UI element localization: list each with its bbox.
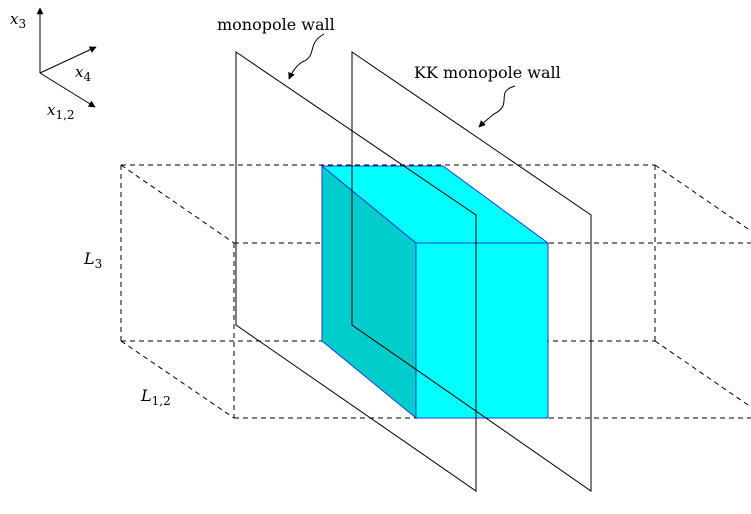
axis-x12-label: x1,2 <box>47 101 75 122</box>
monopole-wall-pointer <box>288 33 325 80</box>
monopole-wall-label: monopole wall <box>217 15 335 34</box>
walls <box>235 51 592 492</box>
kk-monopole-wall-plane <box>351 51 592 492</box>
dashed-prism <box>120 164 751 419</box>
axis-x12-arrow <box>39 72 96 108</box>
axis-x3-label: x3 <box>10 10 26 31</box>
axes-triad <box>36 7 97 108</box>
cyan-box <box>320 164 550 420</box>
axis-x4-label: x4 <box>75 63 91 84</box>
kk-monopole-wall-pointer <box>478 85 516 128</box>
monopole-wall-plane <box>235 51 477 492</box>
L12-label: L1,2 <box>140 386 171 408</box>
box-front-face <box>415 242 549 419</box>
axis-x4-arrow <box>39 46 97 74</box>
L3-label: L3 <box>83 249 102 271</box>
label-pointers <box>288 33 516 128</box>
kk-monopole-wall-label: KK monopole wall <box>414 63 561 82</box>
